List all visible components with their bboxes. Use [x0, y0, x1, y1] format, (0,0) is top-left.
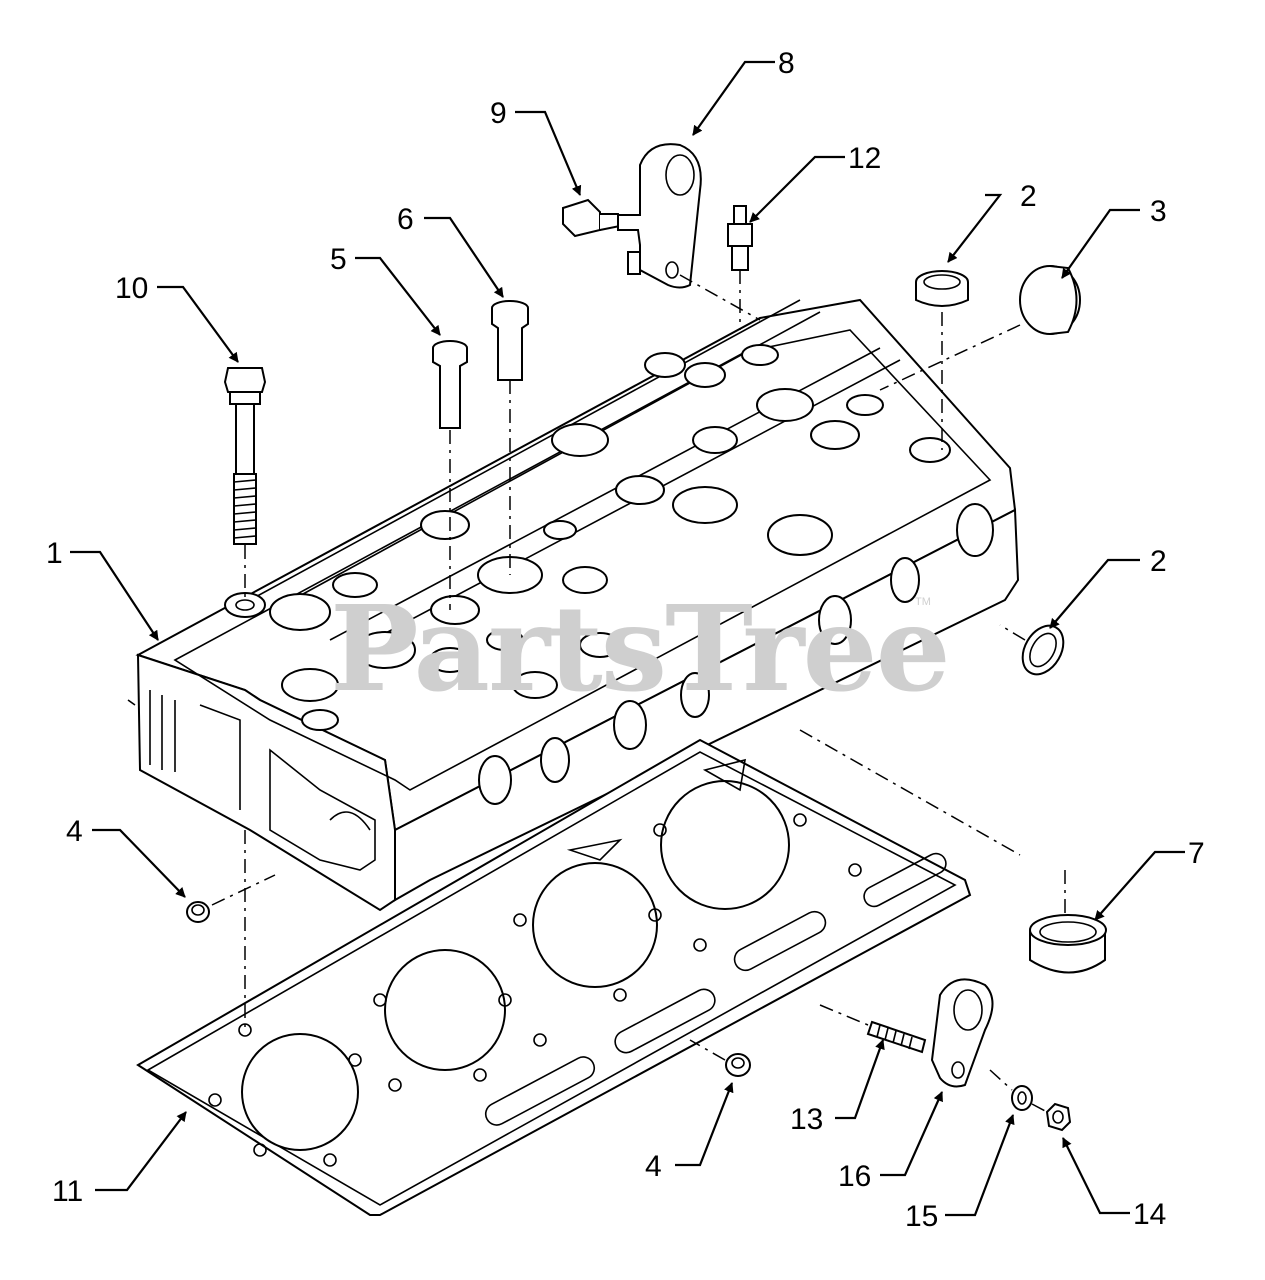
callout-4-bottom: 4	[645, 1150, 662, 1183]
valve-guide-6	[491, 300, 529, 381]
assembly-centerlines	[211, 270, 1066, 1113]
callout-15: 15	[905, 1200, 938, 1233]
callout-labels: 1 2 2 3 4 4 5 6 7 8 9 10 11 12 13 14 15 …	[46, 47, 1205, 1233]
hanger-bracket-8	[617, 143, 702, 289]
callout-leaders	[70, 60, 1185, 1217]
expansion-plug-2-top	[915, 270, 969, 307]
head-side-ports	[478, 503, 994, 805]
plug-4-left	[186, 901, 210, 923]
stud-13	[866, 1020, 927, 1054]
callout-16: 16	[838, 1160, 871, 1193]
head-gasket	[136, 738, 972, 1216]
cylinder-head	[127, 298, 1020, 912]
callout-7: 7	[1188, 837, 1205, 870]
callout-2-side: 2	[1150, 545, 1167, 578]
temperature-sensor-12	[727, 205, 753, 271]
callout-4-left: 4	[66, 815, 83, 848]
partstree-watermark: PartsTree TM	[330, 579, 951, 718]
callout-12: 12	[848, 142, 881, 175]
callout-9: 9	[490, 97, 507, 130]
callout-13: 13	[790, 1103, 823, 1136]
callout-6: 6	[397, 203, 414, 236]
callout-2-top: 2	[1020, 180, 1037, 213]
plug-9	[562, 198, 622, 238]
head-port-holes	[224, 344, 951, 731]
cup-plug-7	[1029, 914, 1107, 974]
expansion-plug-2-side	[1021, 624, 1065, 676]
callout-11: 11	[52, 1175, 83, 1208]
expansion-cap-3	[1019, 265, 1081, 335]
nut-14	[1045, 1102, 1072, 1132]
callout-8: 8	[778, 47, 795, 80]
watermark-trademark: TM	[915, 596, 931, 608]
hanger-bracket-16	[930, 978, 994, 1088]
callout-3: 3	[1150, 195, 1167, 228]
callout-5: 5	[330, 243, 347, 276]
plug-4-right	[725, 1053, 751, 1077]
callout-1: 1	[46, 537, 63, 570]
washer-15	[1011, 1085, 1033, 1111]
valve-guide-5	[432, 340, 468, 429]
callout-14: 14	[1133, 1198, 1166, 1231]
callout-10: 10	[115, 272, 148, 305]
head-bolt	[223, 367, 267, 545]
watermark-text: PartsTree	[330, 579, 949, 718]
